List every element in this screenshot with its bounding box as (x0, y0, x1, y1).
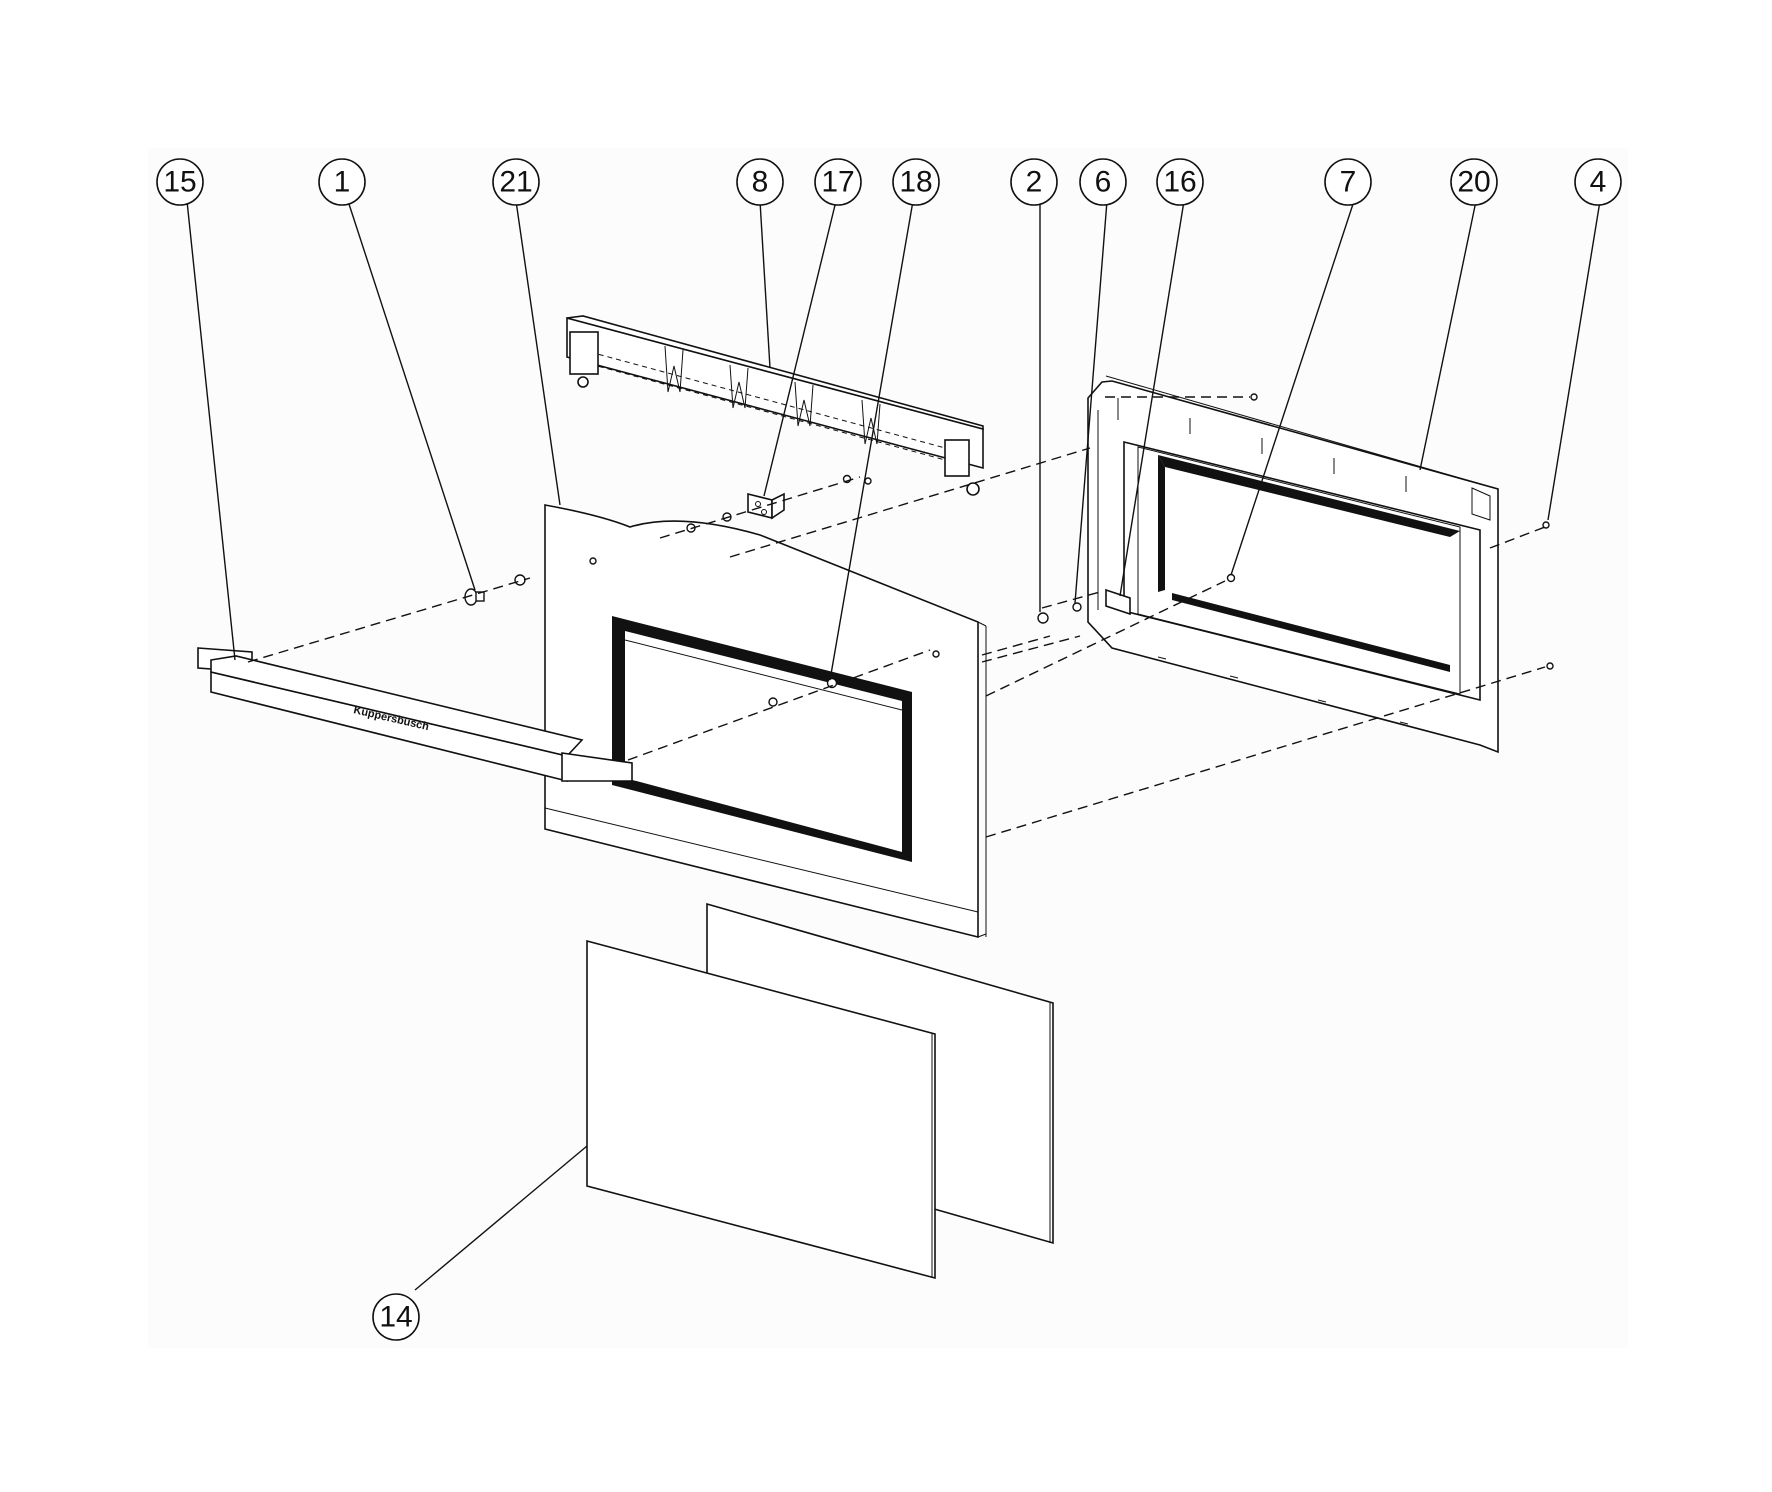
callout-8: 8 (736, 158, 784, 206)
callout-8-label: 8 (752, 166, 769, 199)
callout-20: 20 (1450, 158, 1498, 206)
callout-21-label: 21 (499, 166, 532, 199)
screw-part-18 (826, 677, 838, 689)
screw-hinge-d (864, 477, 872, 485)
callout-18-label: 18 (899, 166, 932, 199)
callout-15-label: 15 (163, 166, 196, 199)
callout-1: 1 (318, 158, 366, 206)
inner-door-frame (1087, 375, 1499, 754)
washer-part-2 (1037, 612, 1049, 624)
callout-18: 18 (892, 158, 940, 206)
callout-14-label: 14 (379, 1301, 412, 1334)
callout-7: 7 (1324, 158, 1372, 206)
callout-15: 15 (156, 158, 204, 206)
outer-door-panel (544, 504, 987, 939)
leader-lines (186, 200, 1601, 1291)
callout-2: 2 (1010, 158, 1058, 206)
assembly-lines (247, 396, 1546, 838)
washer-left (514, 574, 526, 586)
callout-4: 4 (1574, 158, 1622, 206)
door-handle: Küppersbusch (197, 647, 633, 783)
callout-14: 14 (372, 1293, 420, 1341)
screw-part-6 (1072, 602, 1082, 612)
callout-7-label: 7 (1340, 166, 1357, 199)
callout-1-label: 1 (334, 166, 351, 199)
screw-center (768, 697, 778, 707)
glass-pane-front (586, 939, 936, 1280)
callout-2-label: 2 (1026, 166, 1043, 199)
screw-part-7 (1226, 573, 1236, 583)
callout-17-label: 17 (821, 166, 854, 199)
callout-16-label: 16 (1163, 166, 1196, 199)
callout-6-label: 6 (1095, 166, 1112, 199)
screw-part-4 (1542, 521, 1550, 529)
callout-4-label: 4 (1590, 166, 1607, 199)
screw-lower-right (1546, 662, 1554, 670)
hinge-bracket (747, 492, 785, 520)
callout-17: 17 (814, 158, 862, 206)
callout-20-label: 20 (1457, 166, 1490, 199)
screw-top-right (1250, 393, 1258, 401)
callout-16: 16 (1156, 158, 1204, 206)
callout-6: 6 (1079, 158, 1127, 206)
callout-21: 21 (492, 158, 540, 206)
